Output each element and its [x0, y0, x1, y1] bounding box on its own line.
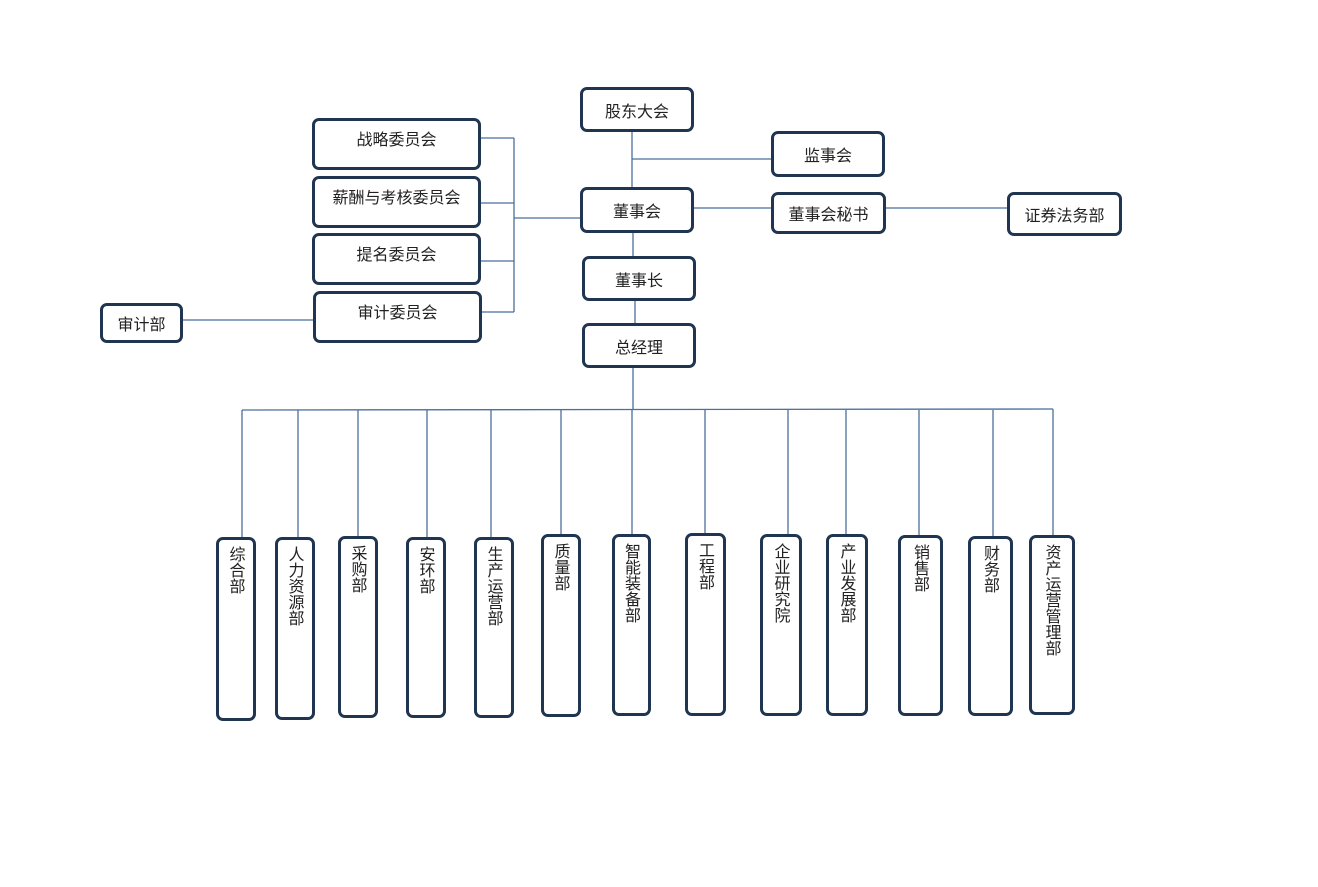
department-box-3: 采购部	[338, 536, 378, 718]
department-label: 智能装备部	[622, 543, 641, 623]
department-box-6: 质量部	[541, 534, 581, 717]
department-box-7: 智能装备部	[612, 534, 651, 716]
node-supervisory-board: 监事会	[771, 131, 885, 177]
department-label: 工程部	[696, 542, 715, 590]
node-label: 提名委员会	[356, 245, 437, 264]
node-general-manager: 总经理	[582, 323, 696, 368]
department-box-4: 安环部	[406, 537, 446, 718]
department-label: 企业研究院	[771, 543, 791, 623]
node-securities-legal-department: 证券法务部	[1007, 192, 1122, 236]
node-board-secretary: 董事会秘书	[771, 192, 886, 234]
department-box-13: 资产运营管理部	[1029, 535, 1075, 715]
department-label: 质量部	[551, 543, 571, 591]
node-label: 审计部	[117, 315, 166, 334]
department-label: 综合部	[226, 546, 246, 594]
line-department-bus	[241, 408, 1054, 411]
node-shareholders-meeting: 股东大会	[580, 87, 694, 132]
node-label: 股东大会	[604, 101, 669, 121]
department-label: 生产运营部	[484, 546, 504, 626]
department-label: 资产运营管理部	[1042, 544, 1062, 656]
department-label: 人力资源部	[285, 546, 305, 626]
department-label: 采购部	[348, 545, 368, 593]
node-audit-department: 审计部	[100, 303, 183, 343]
department-box-12: 财务部	[968, 536, 1013, 716]
department-box-1: 综合部	[216, 537, 256, 721]
department-box-5: 生产运营部	[474, 537, 514, 718]
node-label: 薪酬与考核委员会	[332, 188, 461, 207]
node-audit-committee: 审计委员会	[313, 291, 482, 343]
node-label: 审计委员会	[357, 303, 438, 322]
department-box-8: 工程部	[685, 533, 726, 716]
department-box-11: 销售部	[898, 535, 943, 716]
node-compensation-committee: 薪酬与考核委员会	[312, 176, 481, 228]
node-label: 战略委员会	[356, 130, 437, 149]
department-label: 产业发展部	[837, 543, 857, 623]
department-box-2: 人力资源部	[275, 537, 315, 720]
node-label: 监事会	[803, 146, 852, 165]
node-label: 董事会	[612, 202, 661, 221]
node-label: 证券法务部	[1024, 206, 1105, 225]
department-label: 销售部	[911, 544, 930, 592]
node-label: 董事长	[614, 270, 663, 290]
department-box-9: 企业研究院	[760, 534, 802, 716]
department-label: 安环部	[416, 546, 436, 594]
node-chairman: 董事长	[582, 256, 696, 301]
department-label: 财务部	[981, 545, 1000, 593]
node-nomination-committee: 提名委员会	[312, 233, 481, 285]
node-label: 董事会秘书	[788, 205, 869, 224]
department-box-10: 产业发展部	[826, 534, 868, 716]
node-strategy-committee: 战略委员会	[312, 118, 481, 170]
node-label: 总经理	[614, 337, 663, 357]
node-board-of-directors: 董事会	[580, 187, 694, 233]
